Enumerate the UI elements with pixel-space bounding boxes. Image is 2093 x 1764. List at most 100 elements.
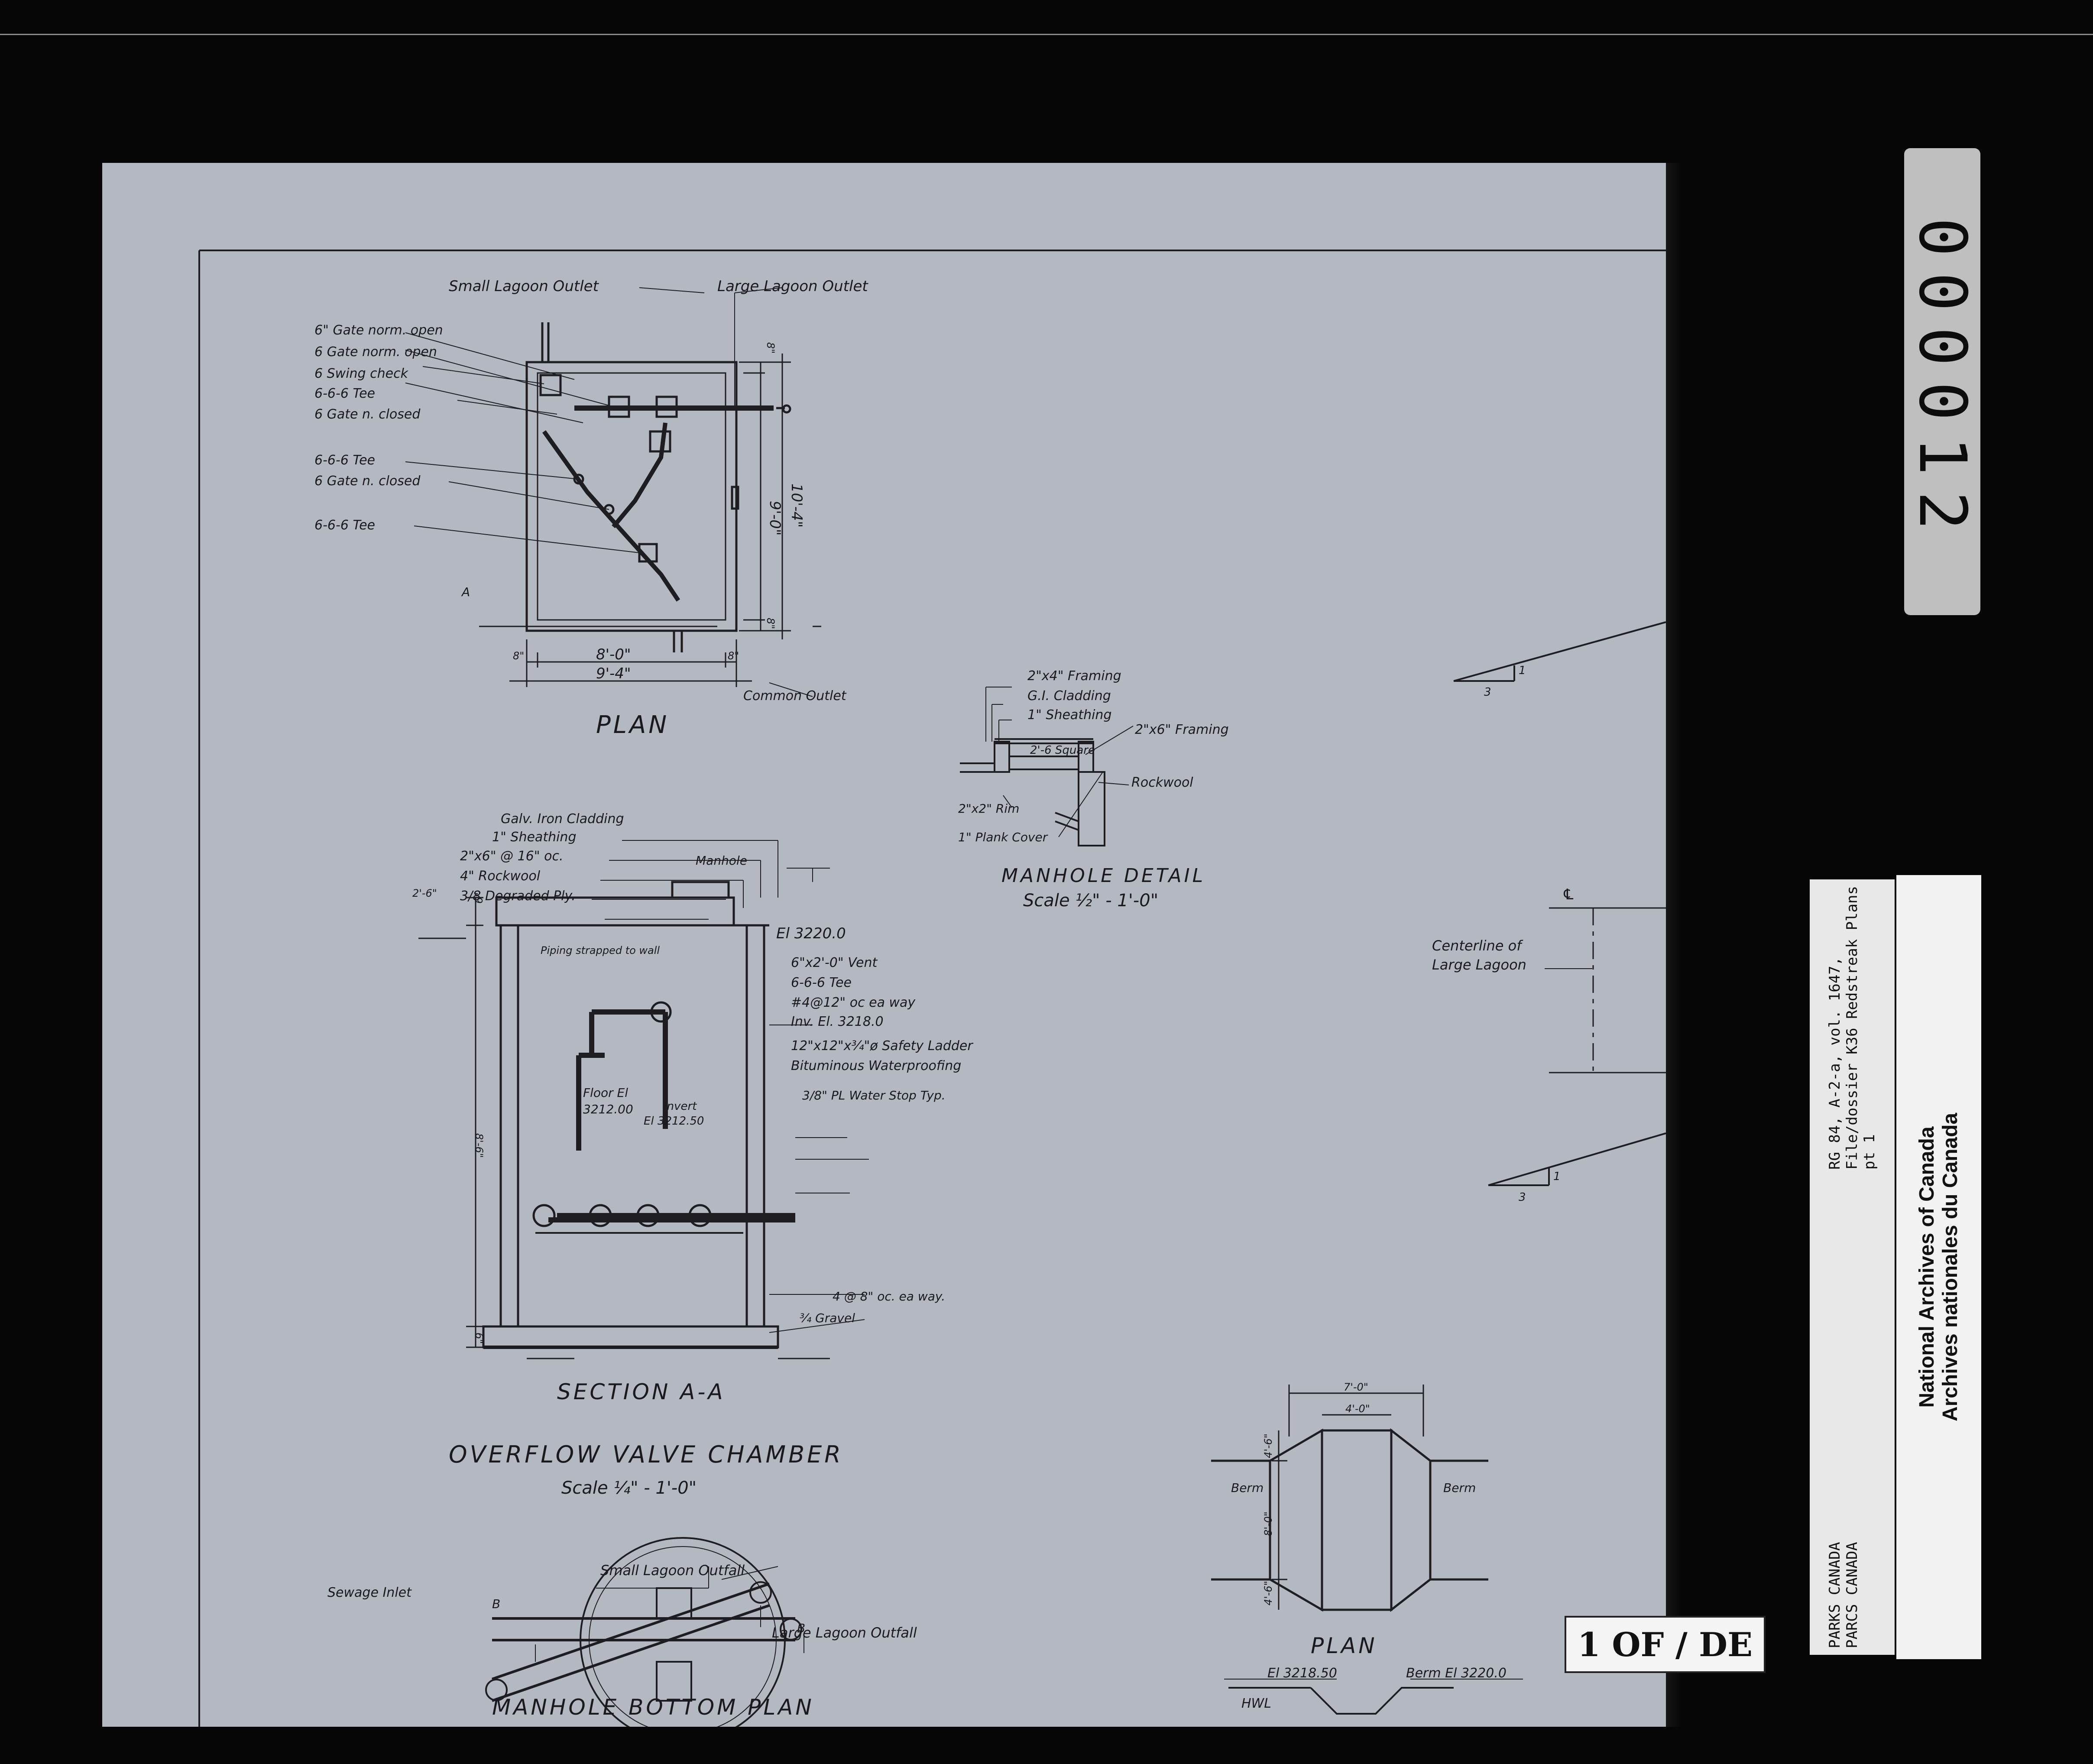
inv-el-label: Inv. El. 3218.0 <box>791 1014 884 1029</box>
section-mark-a-label: A <box>461 585 470 599</box>
gate-closed-2-label: 6 Gate n. closed <box>314 473 421 489</box>
plank-cover-label: 1" Plank Cover <box>958 830 1048 844</box>
gate-closed-1-label: 6 Gate n. closed <box>314 407 421 422</box>
dim-8-right-label: 8" <box>728 650 739 662</box>
drawing-sheet: Small Lagoon Outlet Large Lagoon Outlet … <box>102 163 1666 1727</box>
manhole-detail-drawing <box>960 687 1134 846</box>
lagoon-slope-drawing <box>1453 621 1666 1186</box>
common-outlet-label: Common Outlet <box>743 688 847 704</box>
slope-run-label-1: 3 <box>1484 686 1491 699</box>
dim-4-6-top-label: 4'-6" <box>1262 1433 1274 1458</box>
dim-4-0-label: 4'-0" <box>1345 1403 1370 1415</box>
parks-line-1: PARKS CANADA <box>1826 1542 1844 1648</box>
nac-french: Archives nationales du Canada <box>1939 1112 1962 1422</box>
dim-2-6-label: 2'-6" <box>412 887 437 899</box>
vent-label: 6"x2'-0" Vent <box>791 955 878 970</box>
bottom-section-drawing <box>1224 1679 1523 1715</box>
ladder-label: 12"x12"x¾"ø Safety Ladder <box>791 1038 973 1054</box>
dim-section-bottom-label: 6" <box>473 1333 485 1344</box>
parks-canada-text: PARKS CANADA PARCS CANADA RG 84, A-2-a, … <box>1826 886 1878 1648</box>
drawing-canvas: Small Lagoon Outlet Large Lagoon Outlet … <box>198 250 1666 1727</box>
rim-label: 2"x2" Rim <box>958 801 1019 816</box>
berm-right-label: Berm <box>1443 1481 1476 1495</box>
manhole-detail-title: MANHOLE DETAIL <box>1001 865 1205 887</box>
berm-plan-title: PLAN <box>1311 1633 1377 1658</box>
tee-3-label: 6-6-6 Tee <box>314 518 375 533</box>
square-label: 2'-6 Square <box>1030 744 1095 757</box>
national-archives-text: National Archives of Canada Archives nat… <box>1915 1113 1962 1421</box>
dim-9-4-label: 9'-4" <box>596 665 631 682</box>
reel-tag: 1 OF / DE <box>1565 1616 1766 1673</box>
section-a-a-title: SECTION A-A <box>557 1379 726 1404</box>
piping-note-label: Piping strapped to wall <box>541 944 660 957</box>
dim-10-4-label: 10'-4" <box>788 483 805 528</box>
section-rockwool-label: 4" Rockwool <box>460 869 541 884</box>
manhole-bottom-title: MANHOLE BOTTOM PLAN <box>492 1695 814 1720</box>
dim-section-top-label: 6" <box>473 892 485 904</box>
frame-number-text: 000012 <box>1905 217 1980 546</box>
berm-el-label: Berm El 3220.0 <box>1406 1666 1507 1681</box>
parks-line-2: PARCS CANADA <box>1844 1542 1861 1648</box>
rebar-top-label: #4@12" oc ea way <box>791 995 916 1010</box>
waterproofing-label: Bituminous Waterproofing <box>791 1058 961 1073</box>
el-left-label: El 3218.50 <box>1267 1666 1337 1681</box>
section-sheathing-label: 1" Sheathing <box>492 830 577 845</box>
dim-8-bottom-label: 8" <box>765 618 777 629</box>
dim-8-left-label: 8" <box>513 650 524 662</box>
galv-cladding-label: Galv. Iron Cladding <box>501 811 624 827</box>
centerline-symbol: ℄ <box>1562 886 1575 903</box>
dim-8-0-berm-label: 8'-0" <box>1262 1511 1274 1536</box>
manhole-detail-scale: Scale ½" - 1'-0" <box>1023 891 1158 911</box>
parks-canada-label: PARKS CANADA PARCS CANADA RG 84, A-2-a, … <box>1810 879 1895 1655</box>
rg-line-1: RG 84, A-2-a, vol. 1647, <box>1826 957 1844 1170</box>
sewage-inlet-label: Sewage Inlet <box>327 1585 412 1600</box>
berm-plan-drawing <box>1211 1385 1488 1612</box>
gi-cladding-label: G.I. Cladding <box>1027 688 1111 704</box>
rg-line-2: File/dossier K36 Redstreak Plans <box>1844 886 1861 1170</box>
section-mark-b-right: B <box>797 1621 805 1635</box>
hwl-label: HWL <box>1241 1696 1271 1711</box>
chamber-plan-drawing <box>405 287 821 697</box>
floor-el-value: 3212.00 <box>583 1102 633 1116</box>
ply-label: 3/8 Degraded Ply. <box>460 888 576 904</box>
studs-label: 2"x6" @ 16" oc. <box>460 849 564 864</box>
rg-line-3: pt 1 <box>1861 1134 1878 1170</box>
small-outfall-label: Small Lagoon Outfall <box>600 1562 745 1579</box>
dim-9-0-label: 9'-0" <box>766 501 784 536</box>
slope-rise-label-2: 1 <box>1553 1170 1561 1183</box>
dim-4-6-bottom-label: 4'-6" <box>1262 1581 1274 1605</box>
manhole-bottom-drawing <box>485 1537 804 1727</box>
floor-el-label: Floor El <box>583 1086 628 1100</box>
invert-label: Invert <box>664 1100 697 1113</box>
dim-8-0-label: 8'-0" <box>596 646 631 663</box>
small-lagoon-outlet-label: Small Lagoon Outlet <box>449 278 599 295</box>
chamber-title: OVERFLOW VALVE CHAMBER <box>449 1441 843 1468</box>
plan-title: PLAN <box>596 711 669 739</box>
film-edge-line <box>0 34 2093 35</box>
gate-norm-open-1-label: 6" Gate norm. open <box>314 323 443 338</box>
framing-2x4-label: 2"x4" Framing <box>1027 668 1121 684</box>
section-a-a-drawing <box>418 840 869 1359</box>
dim-section-mid-label: 8'-6" <box>473 1133 485 1158</box>
centerline-line2: Large Lagoon <box>1432 957 1526 973</box>
large-outfall-label: Large Lagoon Outfall <box>772 1625 917 1641</box>
tee-1-label: 6-6-6 Tee <box>314 386 375 401</box>
berm-left-label: Berm <box>1231 1481 1264 1495</box>
nac-english: National Archives of Canada <box>1915 1126 1938 1408</box>
national-archives-label: National Archives of Canada Archives nat… <box>1896 875 1981 1659</box>
water-stop-label: 3/8" PL Water Stop Typ. <box>802 1088 946 1102</box>
tee-2-label: 6-6-6 Tee <box>314 453 375 468</box>
gate-norm-open-2-label: 6 Gate norm. open <box>314 344 437 360</box>
slope-rise-label-1: 1 <box>1519 664 1526 677</box>
chamber-scale: Scale ¼" - 1'-0" <box>561 1478 697 1498</box>
section-tee-label: 6-6-6 Tee <box>791 975 852 990</box>
rockwool-detail-label: Rockwool <box>1131 775 1193 790</box>
dim-7-0-label: 7'-0" <box>1344 1381 1368 1393</box>
rebar-bottom-label: 4 @ 8" oc. ea way. <box>833 1289 945 1304</box>
centerline-line1: Centerline of <box>1432 937 1523 954</box>
frame-number-label: 000012 <box>1904 148 1980 615</box>
detail-sheathing-label: 1" Sheathing <box>1027 707 1112 723</box>
manhole-label: Manhole <box>696 853 747 868</box>
slope-run-label-2: 3 <box>1519 1191 1526 1204</box>
el-top-label: El 3220.0 <box>776 925 846 942</box>
